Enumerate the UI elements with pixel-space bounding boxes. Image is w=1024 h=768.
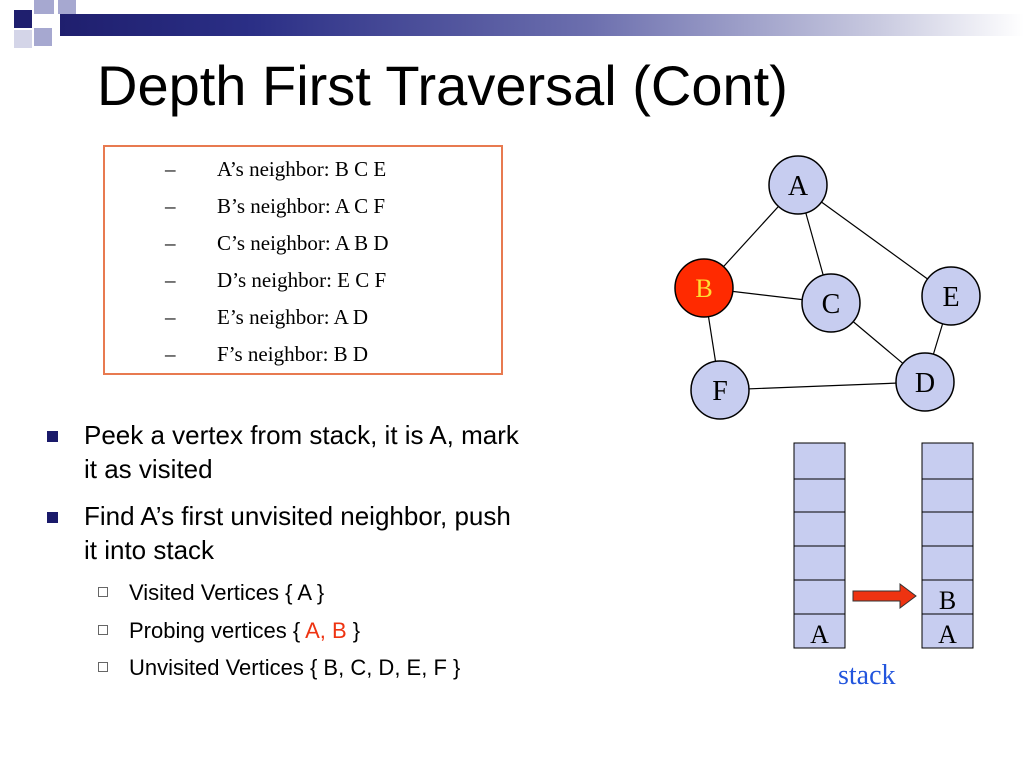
stack-slot [793,478,846,513]
stack-slot [921,442,974,480]
hollow-square-icon [98,625,108,635]
node-d: D [895,352,955,412]
neighbor-item: –D’s neighbor: E C F [165,268,387,292]
stack-item: B [939,586,956,615]
node-c: C [801,273,861,333]
node-a: A [768,155,828,215]
probing-highlight: A, B [305,618,347,643]
neighbor-item: –F’s neighbor: B D [165,342,369,366]
stack-caption: stack [838,660,896,691]
svg-text:B: B [695,274,712,303]
neighbor-item: –B’s neighbor: A C F [165,194,386,218]
stack-item: A [810,620,829,649]
stack-slot [793,545,846,581]
title-bar [60,14,1024,36]
stack-slot [793,579,846,615]
deco-square [14,30,32,48]
stack-slot [793,613,846,649]
neighbor-item: –C’s neighbor: A B D [165,231,389,255]
stack-slot [921,579,974,615]
stack-after: B A [921,442,974,649]
deco-square [58,0,76,14]
hollow-square-icon [98,662,108,672]
svg-text:C: C [822,289,841,320]
svg-text:D: D [915,368,935,399]
neighbor-item: –E’s neighbor: A D [165,305,369,329]
svg-text:E: E [942,282,959,313]
node-e: E [921,266,981,326]
svg-text:F: F [712,376,728,407]
node-f: F [690,360,750,420]
edge-a-e [797,184,952,297]
bullet-square-icon [47,431,58,442]
bullet-square-icon [47,512,58,523]
stack-slot [921,478,974,513]
deco-square [34,0,54,14]
stack-slot [921,613,974,649]
deco-square [34,28,52,46]
deco-square [14,10,32,28]
stack-slot [793,511,846,547]
edge-f-d [719,381,926,391]
push-arrow-icon [852,583,917,609]
stack-before: A [793,442,846,649]
stack-item: A [938,620,957,649]
neighbor-list-box: –A’s neighbor: B C E –B’s neighbor: A C … [103,145,503,375]
stack-slot [921,545,974,581]
hollow-square-icon [98,587,108,597]
stack-slot [793,442,846,480]
stack-slot [921,511,974,547]
neighbor-item: –A’s neighbor: B C E [165,157,387,181]
page-title: Depth First Traversal (Cont) [97,54,788,117]
node-b: B [674,258,734,318]
svg-text:A: A [788,171,809,202]
